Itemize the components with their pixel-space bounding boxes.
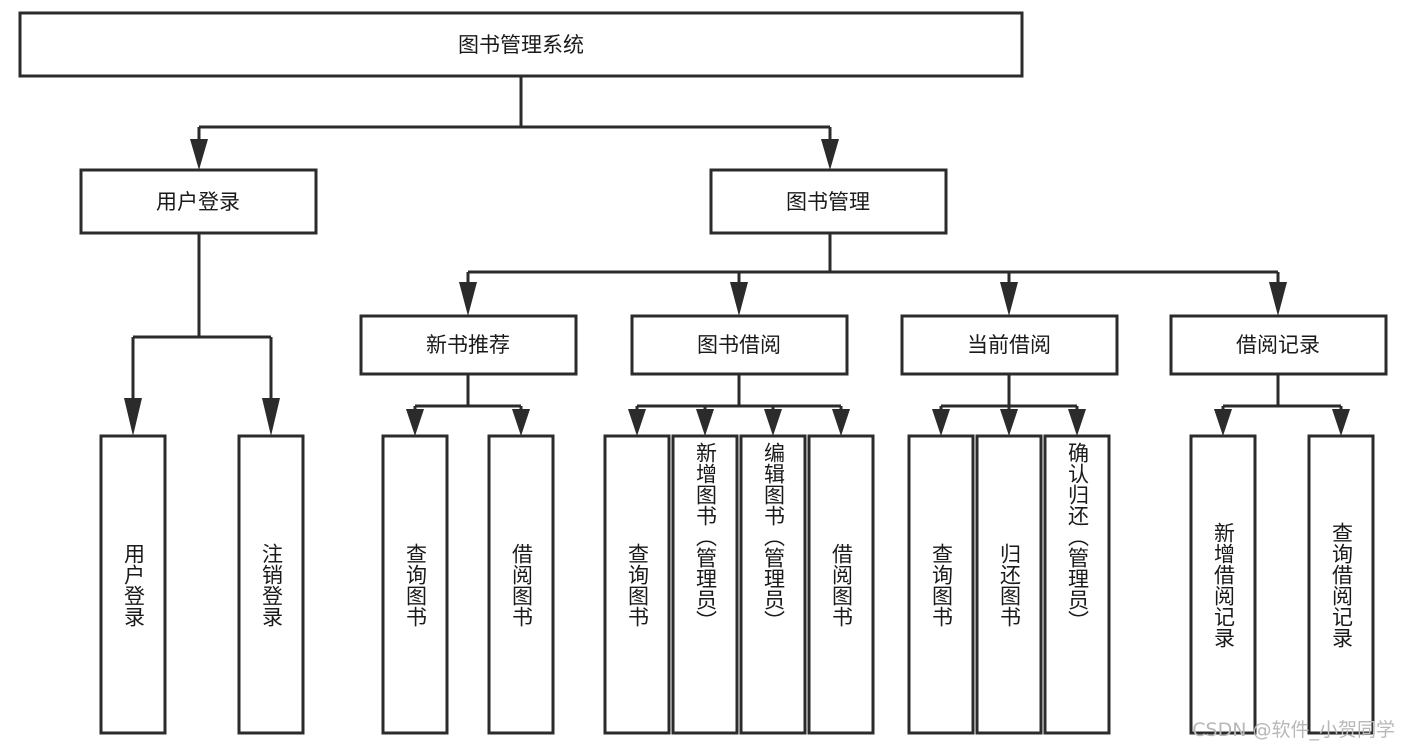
arrowhead-borrow-c2 — [696, 409, 714, 436]
leaf-text: 新增图书（管理员） — [693, 442, 718, 631]
arrowhead-current-c3 — [1068, 409, 1086, 436]
leaf-text: 查询借阅记录 — [1329, 521, 1354, 648]
leaf-box-user-login-0[interactable] — [99, 434, 167, 735]
leaf-box-book-borrow-0[interactable] — [603, 434, 671, 735]
node-book-borrow-box[interactable] — [630, 314, 849, 376]
node-boxes — [18, 11, 1388, 735]
arrowhead-root-to-bookmgmt — [821, 139, 839, 170]
leaf-text: 借阅图书 — [829, 542, 854, 627]
leaf-label-user-login-1: 注销登录 — [239, 436, 303, 733]
leaf-text: 编辑图书（管理员） — [761, 442, 786, 631]
leaf-box-borrow-records-1[interactable] — [1307, 434, 1375, 735]
node-label-borrow-records: 借阅记录 — [1236, 333, 1320, 357]
arrowhead-newbook-c2 — [512, 409, 530, 436]
arrowhead-borrow-c1 — [628, 409, 646, 436]
arrowhead-borrow-c3 — [764, 409, 782, 436]
leaf-box-book-borrow-3[interactable] — [807, 434, 875, 735]
arrowhead-bookmgmt-c1 — [459, 282, 477, 316]
leaf-box-current-borrow-2[interactable] — [1043, 434, 1111, 735]
leaf-text: 确认归还（管理员） — [1065, 442, 1090, 631]
node-label-new-book-recommend: 新书推荐 — [426, 333, 510, 357]
leaf-label-current-borrow-0: 查询图书 — [909, 436, 973, 733]
leaf-text: 查询图书 — [929, 542, 954, 627]
arrowhead-newbook-c1 — [406, 409, 424, 436]
leaf-box-book-borrow-2[interactable] — [739, 434, 807, 735]
leaf-box-current-borrow-0[interactable] — [907, 434, 975, 735]
node-label-root: 图书管理系统 — [458, 33, 584, 57]
leaf-box-user-login-1[interactable] — [237, 434, 305, 735]
node-root-box[interactable] — [18, 11, 1024, 78]
node-label-current-borrow: 当前借阅 — [967, 333, 1051, 357]
arrowhead-bookmgmt-c4 — [1269, 282, 1287, 316]
leaf-box-new-book-1[interactable] — [487, 434, 555, 735]
leaf-label-user-login-0: 用户登录 — [101, 436, 165, 733]
leaf-label-current-borrow-1: 归还图书 — [977, 436, 1041, 733]
leaf-label-borrow-records-1: 查询借阅记录 — [1309, 436, 1373, 733]
node-current-borrow-box[interactable] — [900, 314, 1119, 376]
leaf-label-book-borrow-1: 新增图书（管理员） — [673, 436, 737, 733]
arrowhead-login-c1 — [124, 398, 142, 436]
leaf-box-book-borrow-1[interactable] — [671, 434, 739, 735]
node-new-book-recommend-box[interactable] — [359, 314, 578, 376]
leaf-text: 查询图书 — [625, 542, 650, 627]
arrowhead-current-c1 — [932, 409, 950, 436]
leaf-label-new-book-0: 查询图书 — [383, 436, 447, 733]
node-user-login-box[interactable] — [79, 168, 318, 235]
arrowhead-borrow-c4 — [832, 409, 850, 436]
node-book-management-box[interactable] — [709, 168, 948, 235]
leaf-text: 新增借阅记录 — [1211, 521, 1236, 648]
arrowhead-bookmgmt-c2 — [730, 282, 748, 316]
leaf-label-book-borrow-2: 编辑图书（管理员） — [741, 436, 805, 733]
leaf-text: 借阅图书 — [509, 542, 534, 627]
arrowhead-login-c2 — [262, 398, 280, 436]
arrowhead-current-c2 — [1000, 409, 1018, 436]
leaf-text: 注销登录 — [259, 542, 284, 627]
leaf-label-borrow-records-0: 新增借阅记录 — [1191, 436, 1255, 733]
leaf-box-borrow-records-0[interactable] — [1189, 434, 1257, 735]
leaf-box-current-borrow-1[interactable] — [975, 434, 1043, 735]
node-labels: 图书管理系统 用户登录 图书管理 新书推荐 图书借阅 当前借阅 借阅记录 — [156, 33, 1320, 357]
leaf-text: 用户登录 — [121, 542, 146, 627]
arrowhead-records-c2 — [1332, 409, 1350, 436]
arrowhead-records-c1 — [1214, 409, 1232, 436]
arrowhead-bookmgmt-c3 — [1000, 282, 1018, 316]
leaf-text: 归还图书 — [997, 542, 1022, 627]
leaf-text: 查询图书 — [403, 542, 428, 627]
node-label-book-borrow: 图书借阅 — [697, 333, 781, 357]
arrowhead-root-to-login — [190, 139, 208, 170]
leaf-label-current-borrow-2: 确认归还（管理员） — [1045, 436, 1109, 733]
node-borrow-records-box[interactable] — [1169, 314, 1388, 376]
node-label-book-management: 图书管理 — [786, 190, 870, 214]
leaf-label-book-borrow-0: 查询图书 — [605, 436, 669, 733]
leaf-label-new-book-1: 借阅图书 — [489, 436, 553, 733]
node-label-user-login: 用户登录 — [156, 190, 240, 214]
connectors — [124, 76, 1350, 436]
leaf-box-new-book-0[interactable] — [381, 434, 449, 735]
leaf-label-book-borrow-3: 借阅图书 — [809, 436, 873, 733]
